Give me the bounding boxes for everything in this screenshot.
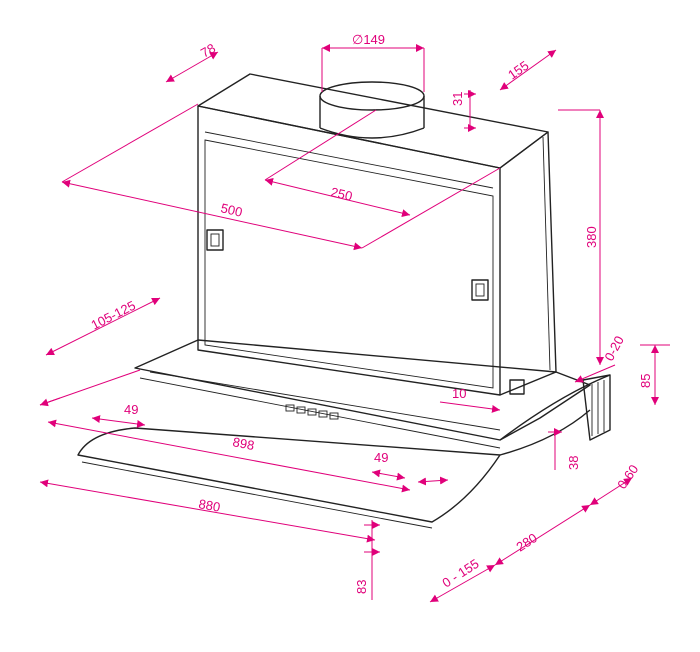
top-panel [197, 73, 549, 169]
dim-898: 898 [231, 434, 255, 453]
dim-500: 500 [219, 200, 244, 219]
visor [77, 427, 501, 523]
dimension-lines [39, 44, 670, 603]
latch-right [471, 279, 489, 301]
front-panel [197, 105, 501, 396]
dim-880: 880 [197, 496, 221, 515]
hood-body [77, 73, 611, 529]
side-panel [499, 131, 557, 396]
switch [509, 379, 525, 395]
dim-78: 78 [198, 40, 218, 60]
dim-38: 38 [566, 456, 581, 470]
dim-49-left: 49 [124, 402, 138, 417]
duct-collar [319, 81, 425, 139]
dim-380: 380 [584, 226, 599, 248]
dim-85: 85 [638, 374, 653, 388]
side-curve [499, 374, 611, 441]
vent-outlet [582, 374, 611, 441]
dim-49-right: 49 [374, 450, 388, 465]
dim-0-155: 0 - 155 [439, 556, 481, 591]
dim-83: 83 [354, 580, 369, 594]
dim-31: 31 [450, 92, 465, 106]
dim-0-20: 0-20 [601, 333, 626, 363]
latch-left [206, 229, 224, 251]
dim-10: 10 [452, 386, 466, 401]
dim-duct-diameter: ∅149 [352, 32, 385, 47]
dim-105-125: 105-125 [89, 298, 138, 333]
dim-155-top: 155 [505, 58, 531, 83]
control-buttons [285, 404, 339, 420]
front-panel-frame [204, 139, 494, 389]
dim-250: 250 [329, 184, 354, 203]
